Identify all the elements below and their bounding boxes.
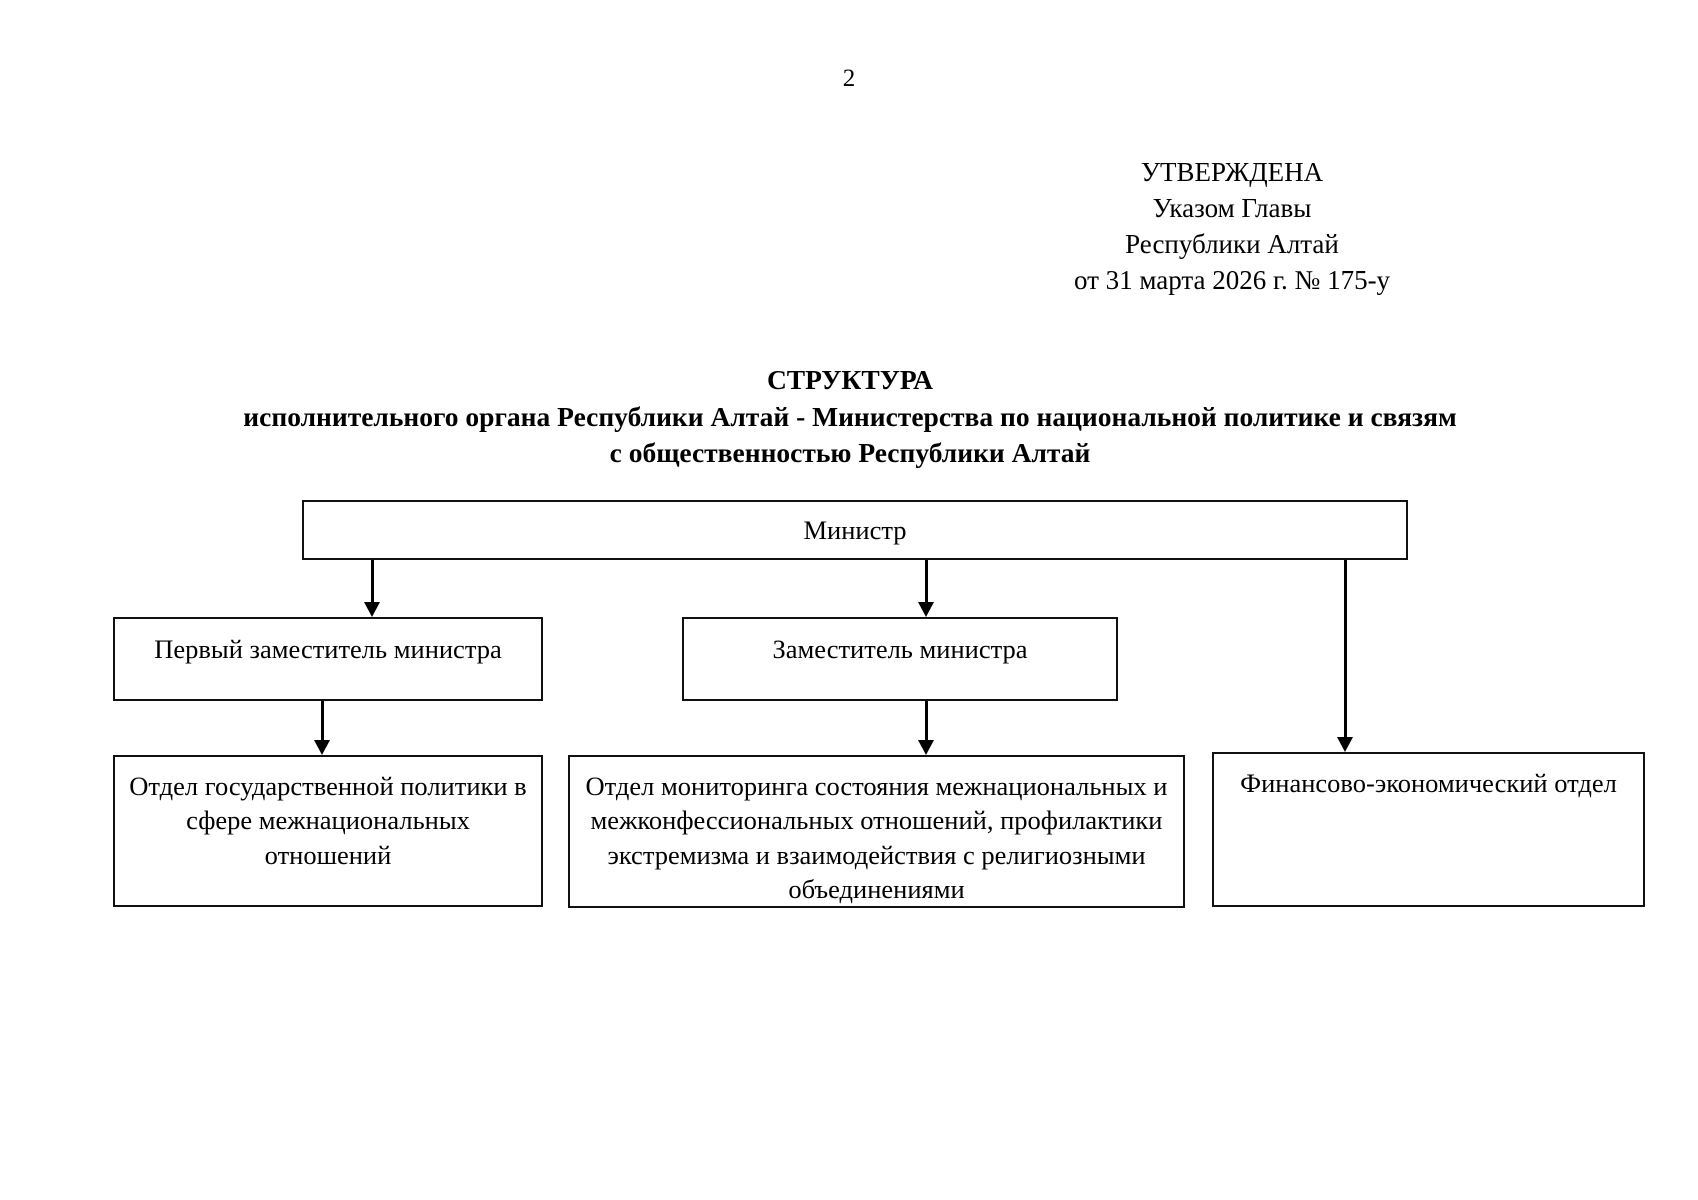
org-node-minister: Министр <box>302 500 1408 560</box>
connector-stem <box>371 560 374 605</box>
approval-block: УТВЕРЖДЕНА Указом Главы Республики Алтай… <box>930 155 1534 299</box>
org-node-first-deputy-label: Первый заместитель министра <box>154 634 502 664</box>
title-line-1: СТРУКТУРА <box>766 364 934 395</box>
arrowhead-down-icon <box>314 740 330 755</box>
connector-stem <box>321 701 324 743</box>
arrowhead-down-icon <box>364 602 380 617</box>
org-node-deputy-label: Заместитель министра <box>772 634 1028 664</box>
title-line-3: с общественностью Республики Алтай <box>609 437 1091 469</box>
org-node-dept-state-policy: Отдел государственной политики в сфере м… <box>113 755 543 907</box>
page-title: СТРУКТУРА исполнительного органа Республ… <box>110 362 1590 472</box>
page-number: 2 <box>842 65 856 92</box>
org-node-dept-state-policy-label: Отдел государственной политики в сфере м… <box>129 771 527 870</box>
title-line-2: исполнительного органа Республики Алтай … <box>243 400 1457 432</box>
org-node-dept-finance: Финансово-экономический отдел <box>1212 752 1645 907</box>
connector-stem <box>925 701 928 743</box>
arrowhead-down-icon <box>918 602 934 617</box>
approval-line-2: Указом Главы <box>1152 192 1312 223</box>
connector-stem <box>925 560 928 605</box>
org-node-first-deputy: Первый заместитель министра <box>113 617 543 701</box>
approval-line-3: Республики Алтай <box>1125 228 1339 259</box>
approval-line-1: УТВЕРЖДЕНА <box>1140 157 1324 187</box>
org-node-dept-finance-label: Финансово-экономический отдел <box>1240 768 1617 798</box>
approval-line-4: от 31 марта 2026 г. № 175-у <box>1073 264 1391 295</box>
arrowhead-down-icon <box>918 740 934 755</box>
org-node-dept-monitoring-label: Отдел мониторинга состояния межнациональ… <box>585 771 1168 905</box>
org-node-dept-monitoring: Отдел мониторинга состояния межнациональ… <box>568 755 1185 908</box>
org-node-deputy: Заместитель министра <box>682 617 1118 701</box>
connector-stem <box>1344 560 1347 740</box>
arrowhead-down-icon <box>1337 737 1353 752</box>
org-node-minister-label: Министр <box>803 514 907 545</box>
